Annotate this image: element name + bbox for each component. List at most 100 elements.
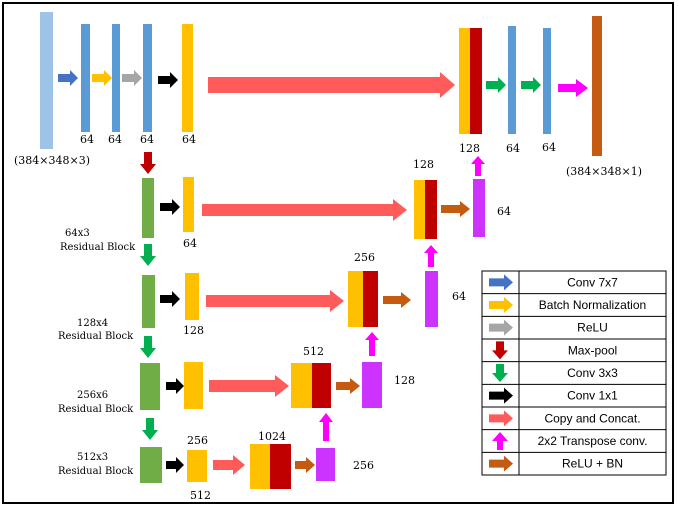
legend-item-label: Max-pool xyxy=(568,343,617,357)
up2-channel-label: 64 xyxy=(452,290,466,303)
input-image-bar xyxy=(40,12,53,149)
up4-channel-label: 256 xyxy=(353,459,374,472)
copy-concat-arrow-4 xyxy=(213,455,245,475)
concat-4-red-bar xyxy=(270,444,291,489)
conv7x7-feature-bar xyxy=(81,24,90,132)
dec-channel-label: 64 xyxy=(542,141,556,154)
legend-item-label: Conv 1x1 xyxy=(567,389,618,403)
cat-256-label: 256 xyxy=(354,251,375,264)
black-arrow-icon xyxy=(489,387,513,404)
residual-block-2 xyxy=(142,275,155,328)
copy-concat-arrow-2 xyxy=(206,290,344,312)
copy-concat-arrow-top xyxy=(208,72,455,98)
relu-bn-arrow xyxy=(383,292,411,308)
bn-feature-bar xyxy=(112,24,120,132)
conv3x3-down-arrow xyxy=(140,244,156,266)
res4-256-label: 256 xyxy=(187,434,208,447)
pink-arrow-icon xyxy=(489,410,513,427)
block1-name-label: Residual Block xyxy=(60,242,136,253)
brown-arrow-icon xyxy=(489,455,513,472)
up-1-bar xyxy=(473,179,485,237)
enc-channel-label: 64 xyxy=(80,133,94,146)
green-down-arrow-icon xyxy=(492,364,508,382)
relu-bn-arrow xyxy=(441,201,470,217)
transpose-conv-arrow xyxy=(424,245,438,267)
conv3x3-down-arrow xyxy=(140,336,156,358)
legend-item-label: Batch Normalization xyxy=(539,298,646,312)
relu-arrow xyxy=(122,70,142,86)
concat-2-red-bar xyxy=(363,271,378,327)
conv1x1-feature-bar xyxy=(182,24,193,132)
transpose-conv-arrow xyxy=(471,156,485,176)
concat-top-yellow-bar xyxy=(459,28,470,134)
cat-1024-label: 1024 xyxy=(258,430,286,443)
copy-concat-arrow-1 xyxy=(202,199,407,221)
up3-channel-label: 128 xyxy=(394,374,415,387)
magenta-up-arrow-icon xyxy=(492,432,508,450)
output-bar xyxy=(592,16,602,156)
transpose-conv-arrow xyxy=(319,413,333,441)
legend-item-label: Conv 3x3 xyxy=(567,366,618,380)
concat-2-yellow-bar xyxy=(348,271,363,327)
legend-item-label: Copy and Concat. xyxy=(544,411,640,425)
conv3x3-arrow xyxy=(486,77,506,93)
diagram-shapes xyxy=(40,12,602,489)
enc-channel-label: 64 xyxy=(108,133,122,146)
blue-arrow-icon xyxy=(489,274,513,291)
block2-size-label: 128x4 xyxy=(77,318,108,329)
up-channel-label: 64 xyxy=(497,205,511,218)
legend-item-label: ReLU xyxy=(577,321,608,335)
up-concat-label: 128 xyxy=(413,158,434,171)
conv3x3-down-arrow xyxy=(142,418,158,440)
input-size-label: (384×348×3) xyxy=(14,154,90,167)
res2-out-label: 128 xyxy=(183,324,204,337)
enc-channel-label: 64 xyxy=(182,133,196,146)
res2-feature-bar xyxy=(185,273,199,320)
output-size-label: (384×348×1) xyxy=(566,165,642,178)
enc-channel-label: 64 xyxy=(140,133,154,146)
concat-3-red-bar xyxy=(312,363,331,408)
conv1x1-arrow xyxy=(160,199,180,215)
concat-4-yellow-bar xyxy=(250,444,270,489)
residual-block-4 xyxy=(140,447,162,483)
block4-size-label: 512x3 xyxy=(77,452,108,463)
dec-channel-label: 64 xyxy=(506,142,520,155)
copy-concat-arrow-3 xyxy=(209,375,289,397)
res4-512-label: 512 xyxy=(190,489,211,502)
relu-bn-arrow xyxy=(336,378,360,394)
concat-1-red-bar xyxy=(425,180,437,239)
up-2-bar xyxy=(425,271,438,327)
red-down-arrow-icon xyxy=(492,341,508,360)
res1-out-label: 64 xyxy=(183,237,197,250)
yellow-arrow-icon xyxy=(489,297,513,313)
relu-feature-bar xyxy=(143,24,152,132)
diagram-frame xyxy=(2,2,674,504)
maxpool-arrow xyxy=(140,152,156,174)
res1-feature-bar xyxy=(183,177,194,232)
block1-size-label: 64x3 xyxy=(65,228,90,239)
conv3x3-arrow xyxy=(521,77,541,93)
gray-arrow-icon xyxy=(489,319,513,336)
up-4-bar xyxy=(316,448,335,481)
conv1x1-arrow xyxy=(160,291,180,307)
concat-1-yellow-bar xyxy=(414,180,425,239)
output-arrow xyxy=(558,79,588,97)
block2-name-label: Residual Block xyxy=(58,331,134,342)
legend-item-label: 2x2 Transpose conv. xyxy=(538,434,648,448)
relu-bn-arrow xyxy=(295,457,315,473)
legend-item-label: Conv 7x7 xyxy=(567,275,618,289)
block3-name-label: Residual Block xyxy=(58,404,134,415)
concat-top-red-bar xyxy=(470,28,482,134)
up-3-bar xyxy=(362,362,382,408)
res3-feature-bar xyxy=(184,362,203,409)
residual-block-3 xyxy=(140,363,160,410)
concat-3-yellow-bar xyxy=(291,363,312,408)
res4-feature-bar xyxy=(187,450,207,482)
transpose-conv-arrow xyxy=(365,332,379,356)
residual-block-1 xyxy=(142,178,154,238)
dec-top-bar-2 xyxy=(543,28,551,134)
conv7x7-arrow xyxy=(58,70,78,86)
dec-concat-label: 128 xyxy=(459,142,480,155)
